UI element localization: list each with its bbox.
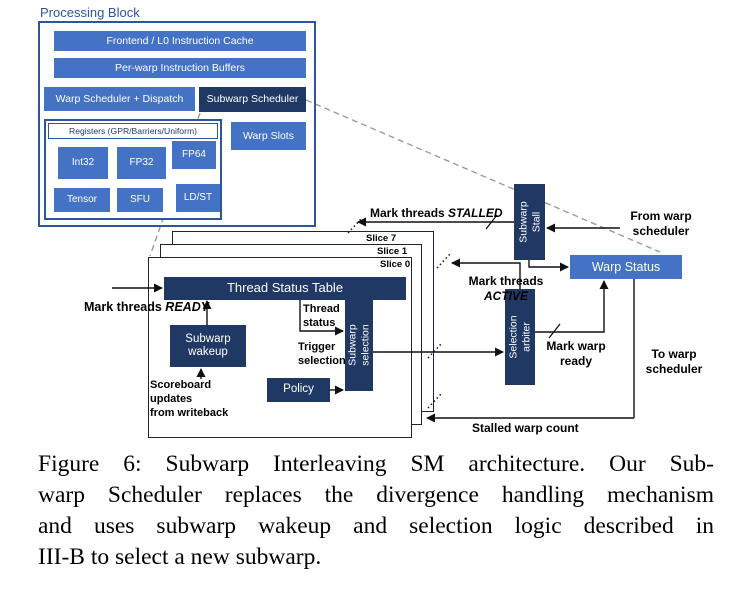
subwarp-selection-label: Subwarp selection <box>346 324 371 366</box>
label-part-stalled: STALLED <box>448 206 503 220</box>
unit-ldst: LD/ST <box>176 184 220 212</box>
label-stalled-warp-count: Stalled warp count <box>472 421 579 435</box>
label-part: From warp <box>630 209 692 223</box>
label-part: scheduler <box>645 362 703 376</box>
label-thread-status: Thread status <box>303 303 340 331</box>
label-part-active: ACTIVE <box>483 289 528 303</box>
subwarp-stall-box: Subwarp Stall <box>514 184 545 260</box>
label-part: Scoreboard <box>150 379 212 391</box>
processing-block-outline <box>38 21 316 227</box>
policy-box: Policy <box>267 378 330 402</box>
frontend-l0-cache-bar: Frontend / L0 Instruction Cache <box>54 31 306 51</box>
label-part: Mark threads <box>84 300 162 314</box>
caption-line: III-B to select a new subwarp. <box>38 544 322 570</box>
caption-line: Figure 6: Subwarp Interleaving SM archit… <box>38 451 714 477</box>
unit-fp32: FP32 <box>117 147 166 179</box>
label-slice-0: Slice 0 <box>380 259 411 270</box>
label-part: updates <box>150 392 193 405</box>
bus-width-slash-mark-warp <box>548 323 561 339</box>
label-part: Trigger <box>298 341 336 353</box>
caption-line: warp Scheduler replaces the divergence h… <box>38 482 714 508</box>
label-slice-1: Slice 1 <box>377 246 408 257</box>
unit-tensor: Tensor <box>54 188 110 212</box>
label-to-warp-scheduler: To warp scheduler <box>640 347 708 377</box>
label-part: ready <box>559 354 593 368</box>
unit-fp64: FP64 <box>172 141 216 169</box>
thread-status-table: Thread Status Table <box>164 277 406 300</box>
label-part: Mark threads <box>370 206 445 220</box>
label-part: from writeback <box>150 406 229 419</box>
label-mark-warp-ready: Mark warp ready <box>544 339 608 369</box>
figure-caption: Figure 6: Subwarp Interleaving SM archit… <box>38 449 714 573</box>
warp-status-box: Warp Status <box>570 255 682 279</box>
label-part: Thread <box>303 303 340 315</box>
label-slice-7: Slice 7 <box>366 233 397 244</box>
per-warp-buffers-bar: Per-warp Instruction Buffers <box>54 58 306 78</box>
caption-line: and uses subwarp wakeup and selection lo… <box>38 513 714 539</box>
subwarp-selection-box: Subwarp selection <box>345 299 373 391</box>
label-part: status <box>303 316 336 329</box>
label-from-warp-scheduler: From warp scheduler <box>618 209 704 239</box>
label-trigger-selection: Trigger selection <box>298 341 346 369</box>
zoom-dash-right <box>305 99 661 253</box>
label-mark-threads-stalled: Mark threads STALLED <box>370 206 503 221</box>
label-part-ready: READY <box>165 300 210 314</box>
subwarp-wakeup-box: Subwarp wakeup <box>170 325 246 367</box>
selection-arbiter-label: Selection arbiter <box>507 315 532 359</box>
warp-scheduler-dispatch-box: Warp Scheduler + Dispatch <box>44 87 195 111</box>
unit-int32: Int32 <box>58 147 108 179</box>
label-part: Mark threads <box>468 274 544 288</box>
label-part: selection <box>298 354 346 367</box>
warp-slots-box: Warp Slots <box>231 122 306 150</box>
label-mark-threads-ready: Mark threads READY <box>84 300 209 316</box>
ellipsis-active-line <box>436 253 451 269</box>
label-part: scheduler <box>632 224 690 238</box>
selection-arbiter-box: Selection arbiter <box>505 289 535 385</box>
label-part: To warp <box>651 347 697 361</box>
label-scoreboard-updates: Scoreboard updates from writeback <box>150 379 228 420</box>
registers-label: Registers (GPR/Barriers/Uniform) <box>48 123 218 139</box>
processing-block-title: Processing Block <box>40 5 140 20</box>
unit-sfu: SFU <box>117 188 163 212</box>
subwarp-scheduler-box: Subwarp Scheduler <box>199 87 306 112</box>
subwarp-stall-label: Subwarp Stall <box>516 201 542 243</box>
label-part: Mark warp <box>546 339 606 353</box>
label-mark-threads-active: Mark threads ACTIVE <box>464 274 548 304</box>
wire-stall-to-warp-status <box>528 260 569 272</box>
